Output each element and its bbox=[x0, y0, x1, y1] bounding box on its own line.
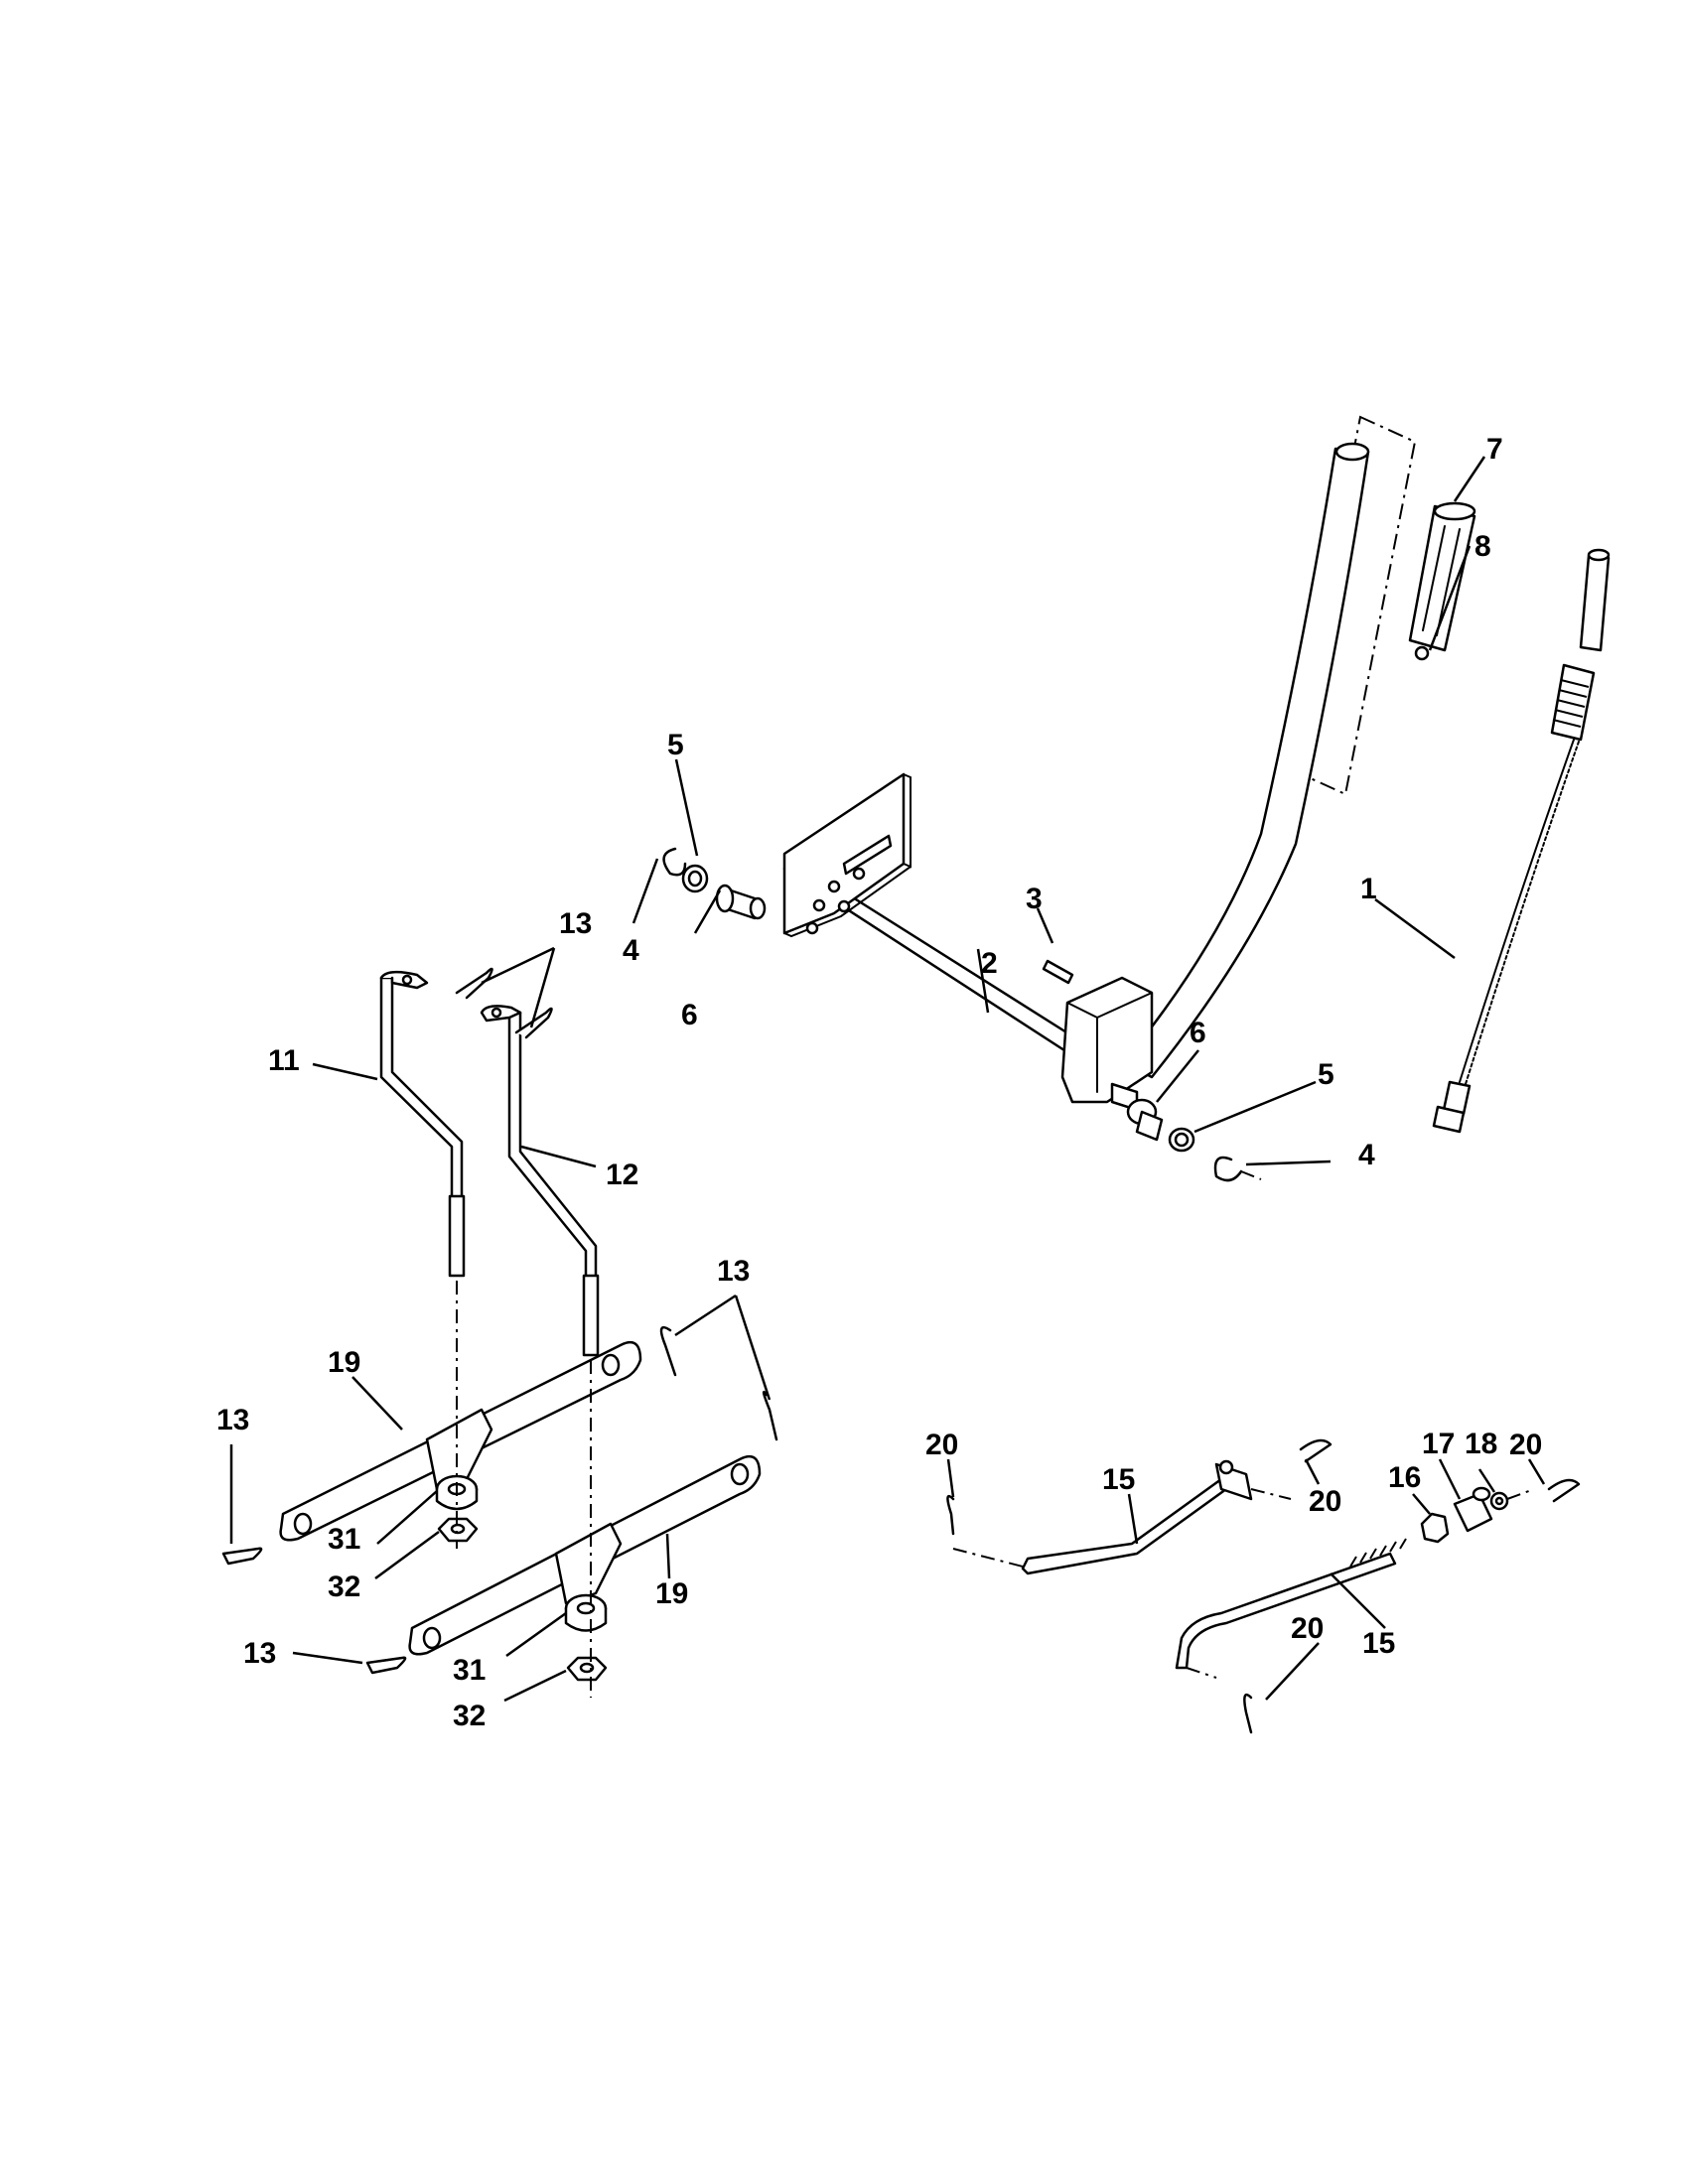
handle-grip bbox=[1408, 501, 1476, 652]
callout-13-right: 13 bbox=[717, 1255, 750, 1288]
callout-5-left: 5 bbox=[667, 729, 684, 761]
callout-3: 3 bbox=[1026, 883, 1043, 915]
callout-13-top: 13 bbox=[559, 907, 592, 940]
callout-20-mid: 20 bbox=[1309, 1485, 1341, 1518]
cable-assembly bbox=[1432, 548, 1611, 1134]
callout-11: 11 bbox=[268, 1044, 300, 1077]
callout-12: 12 bbox=[606, 1159, 638, 1191]
lift-link-11 bbox=[379, 970, 466, 1278]
lift-handle bbox=[1122, 442, 1370, 1079]
callout-15-upper: 15 bbox=[1102, 1463, 1135, 1496]
leader-lines bbox=[229, 456, 1546, 1703]
rod-hardware bbox=[1420, 1486, 1535, 1544]
hairpin-clips-20 bbox=[1243, 1438, 1581, 1734]
callout-15-lower: 15 bbox=[1362, 1627, 1395, 1660]
callout-16: 16 bbox=[1388, 1461, 1421, 1494]
callout-2: 2 bbox=[981, 947, 998, 980]
callout-6-left: 6 bbox=[681, 999, 698, 1031]
mounting-plate bbox=[782, 772, 912, 938]
deck-rod-upper bbox=[946, 1459, 1292, 1575]
lift-arm-bracket bbox=[1060, 976, 1154, 1104]
callout-19-lower: 19 bbox=[655, 1577, 688, 1610]
callout-4-right: 4 bbox=[1358, 1139, 1375, 1171]
lift-link-12 bbox=[480, 1005, 600, 1357]
callout-20-lower: 20 bbox=[1291, 1612, 1324, 1645]
spacer-nut-lower bbox=[564, 1593, 608, 1682]
callout-19-upper: 19 bbox=[328, 1346, 360, 1379]
callout-20-far-left: 20 bbox=[925, 1429, 958, 1461]
callout-1: 1 bbox=[1360, 873, 1377, 905]
callout-7: 7 bbox=[1486, 433, 1503, 466]
lift-arm-19-upper bbox=[279, 1340, 642, 1542]
callout-32-upper: 32 bbox=[328, 1570, 360, 1603]
callout-13-bottom: 13 bbox=[243, 1637, 276, 1670]
callout-6-right: 6 bbox=[1190, 1017, 1206, 1049]
lift-arm-19-lower bbox=[408, 1454, 762, 1656]
callout-31-upper: 31 bbox=[328, 1523, 360, 1556]
hairpin-clips-top bbox=[455, 967, 553, 1039]
callout-18: 18 bbox=[1465, 1428, 1497, 1460]
hairpin-clips-arms bbox=[221, 1325, 778, 1675]
callout-20-right: 20 bbox=[1509, 1429, 1542, 1461]
left-bearing-set bbox=[662, 847, 767, 920]
callout-4-left: 4 bbox=[623, 934, 639, 967]
callout-13-left: 13 bbox=[216, 1404, 249, 1436]
callout-17: 17 bbox=[1422, 1428, 1455, 1460]
right-bearing-set bbox=[1110, 1082, 1262, 1182]
callout-8: 8 bbox=[1474, 530, 1491, 563]
roll-pin bbox=[1042, 959, 1074, 985]
spring-clip bbox=[1414, 645, 1430, 661]
callout-5-right: 5 bbox=[1318, 1058, 1334, 1091]
callout-31-lower: 31 bbox=[453, 1654, 486, 1687]
callout-labels: 1 2 3 4 4 5 5 6 6 7 8 11 12 13 13 13 13 … bbox=[216, 433, 1542, 1732]
callout-32-lower: 32 bbox=[453, 1700, 486, 1732]
